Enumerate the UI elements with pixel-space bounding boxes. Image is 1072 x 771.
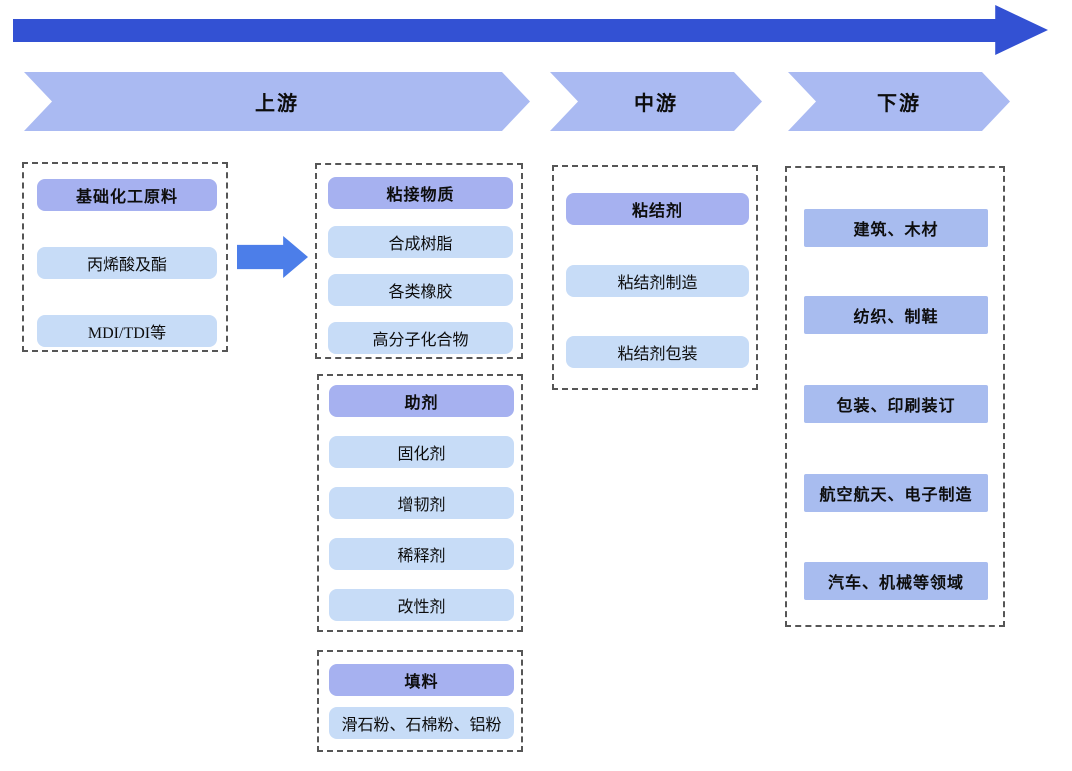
item-automotive-machinery: 汽车、机械等领域	[804, 562, 988, 600]
item-modifier: 改性剂	[329, 589, 514, 621]
group-header-additives: 助剂	[329, 385, 514, 417]
group-bonding-substances: 粘接物质 合成树脂 各类橡胶 高分子化合物	[315, 163, 523, 359]
stage-banner-downstream: 下游	[788, 72, 1010, 131]
flow-direction-arrow-icon	[13, 5, 1048, 55]
item-construction-wood: 建筑、木材	[804, 209, 988, 247]
stage-label-midstream: 中游	[634, 93, 678, 115]
item-textile-footwear: 纺织、制鞋	[804, 296, 988, 334]
stage-label-upstream: 上游	[255, 93, 299, 115]
group-header-raw-materials: 基础化工原料	[37, 179, 217, 211]
group-header-adhesive: 粘结剂	[566, 193, 749, 225]
item-toughening-agent: 增韧剂	[329, 487, 514, 519]
item-adhesive-packaging: 粘结剂包装	[566, 336, 749, 368]
item-filler-powders: 滑石粉、石棉粉、铝粉	[329, 707, 514, 739]
item-curing-agent: 固化剂	[329, 436, 514, 468]
stage-label-downstream: 下游	[877, 93, 921, 115]
item-acrylic-acid-esters: 丙烯酸及酯	[37, 247, 217, 279]
group-additives: 助剂 固化剂 增韧剂 稀释剂 改性剂	[317, 374, 523, 632]
item-packaging-printing: 包装、印刷装订	[804, 385, 988, 423]
group-adhesive: 粘结剂 粘结剂制造 粘结剂包装	[552, 165, 758, 390]
item-adhesive-manufacturing: 粘结剂制造	[566, 265, 749, 297]
group-header-fillers: 填料	[329, 664, 514, 696]
group-fillers: 填料 滑石粉、石棉粉、铝粉	[317, 650, 523, 752]
item-aerospace-electronics: 航空航天、电子制造	[804, 474, 988, 512]
item-polymer-compounds: 高分子化合物	[328, 322, 513, 354]
group-header-bonding-substances: 粘接物质	[328, 177, 513, 209]
group-raw-materials: 基础化工原料 丙烯酸及酯 MDI/TDI等	[22, 162, 228, 352]
stage-banner-upstream: 上游	[24, 72, 530, 131]
stage-banner-midstream: 中游	[550, 72, 762, 131]
connector-arrow-icon	[237, 236, 308, 278]
item-rubbers: 各类橡胶	[328, 274, 513, 306]
item-diluent: 稀释剂	[329, 538, 514, 570]
item-mdi-tdi: MDI/TDI等	[37, 315, 217, 347]
group-downstream-applications: 建筑、木材 纺织、制鞋 包装、印刷装订 航空航天、电子制造 汽车、机械等领域	[785, 166, 1005, 627]
item-synthetic-resin: 合成树脂	[328, 226, 513, 258]
